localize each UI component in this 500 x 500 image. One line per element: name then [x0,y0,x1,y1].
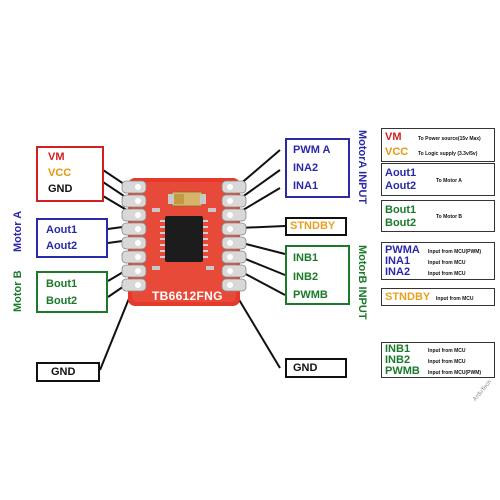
legend-pwmb-name: PWMB [385,365,420,377]
chip-label: TB6612FNG [152,289,223,303]
legend-ina1-name: INA1 [385,255,411,267]
left-header-pins [121,180,147,292]
right-header-pins [221,180,247,292]
legend-vcc-desc: To Logic supply (3.3v/5v) [418,151,478,157]
capacitor [168,191,206,207]
motorb-input-box: INB1 INB2 PWMB [285,245,350,305]
legend-ina2-name: INA2 [385,266,411,278]
legend-motor-a-desc: To Motor A [436,178,462,184]
legend-aout1-name: Aout1 [385,167,417,179]
inb2-label: INB2 [293,271,319,283]
legend-pwmb-desc: Input from MCU(PWM) [428,370,482,376]
gnd-label: GND [48,183,73,195]
legend-inb1-desc: Input from MCU [428,348,466,354]
legend-power-box: VM To Power source(15v Max) VCC To Logic… [381,128,495,162]
legend-pwma-name: PWMA [385,244,420,256]
ina1-label: INA1 [293,180,319,192]
legend-motor-b-desc: To Motor B [436,214,463,220]
bout1-label: Bout1 [46,278,78,290]
right-gnd-box: GND [285,358,347,378]
legend-inputs-b-box: INB1 Input from MCU INB2 Input from MCU … [381,342,495,378]
legend-ina2-desc: Input from MCU [428,271,466,277]
legend-vm-name: VM [385,131,402,143]
legend-inb2-name: INB2 [385,354,411,366]
pwma-label: PWM A [293,144,331,156]
aout1-label: Aout1 [46,224,78,236]
legend-inputs-a-box: PWMA Input from MCU(PWM) INA1 Input from… [381,242,495,280]
legend-pwma-desc: Input from MCU(PWM) [428,249,482,255]
motor-a-side-label: Motor A [12,210,24,252]
power-pins-box: VM VCC GND [36,146,104,202]
vcc-label: VCC [48,167,72,179]
inb1-label: INB1 [293,252,319,264]
legend-aout2-name: Aout2 [385,180,417,192]
motor-b-output-box: Bout1 Bout2 [36,271,108,313]
motora-input-side-label: MotorA INPUT [356,130,368,205]
motora-input-box: PWM A INA2 INA1 [285,138,350,198]
legend-ina1-desc: Input from MCU [428,260,466,266]
bout2-label: Bout2 [46,295,78,307]
aout2-label: Aout2 [46,240,78,252]
right-gnd-label: GND [293,362,318,374]
legend-bout2-name: Bout2 [385,217,417,229]
motorb-input-side-label: MotorB INPUT [356,245,368,320]
legend-motor-b-box: Bout1 Bout2 To Motor B [381,200,495,232]
stndby-box: STNDBY [285,217,347,236]
ina2-label: INA2 [293,162,319,174]
legend-bout1-name: Bout1 [385,204,417,216]
legend-vcc-name: VCC [385,146,409,158]
legend-inb1-name: INB1 [385,343,411,355]
legend-inb2-desc: Input from MCU [428,359,466,365]
legend-stndby-box: STNDBY Input from MCU [381,288,495,306]
motor-b-side-label: Motor B [12,270,24,312]
motor-a-output-box: Aout1 Aout2 [36,218,108,258]
legend-stndby-name: STNDBY [385,291,431,303]
ic-chip [160,216,208,262]
pwmb-label: PWMB [293,289,328,301]
vm-label: VM [48,151,65,163]
stndby-label: STNDBY [290,220,336,232]
legend-motor-a-box: Aout1 Aout2 To Motor A [381,163,495,196]
left-gnd-label: GND [51,366,76,378]
legend-stndby-desc: Input from MCU [436,296,474,302]
left-gnd-box: GND [36,362,100,382]
smd-components [152,208,216,270]
legend-vm-desc: To Power source(15v Max) [418,136,481,142]
